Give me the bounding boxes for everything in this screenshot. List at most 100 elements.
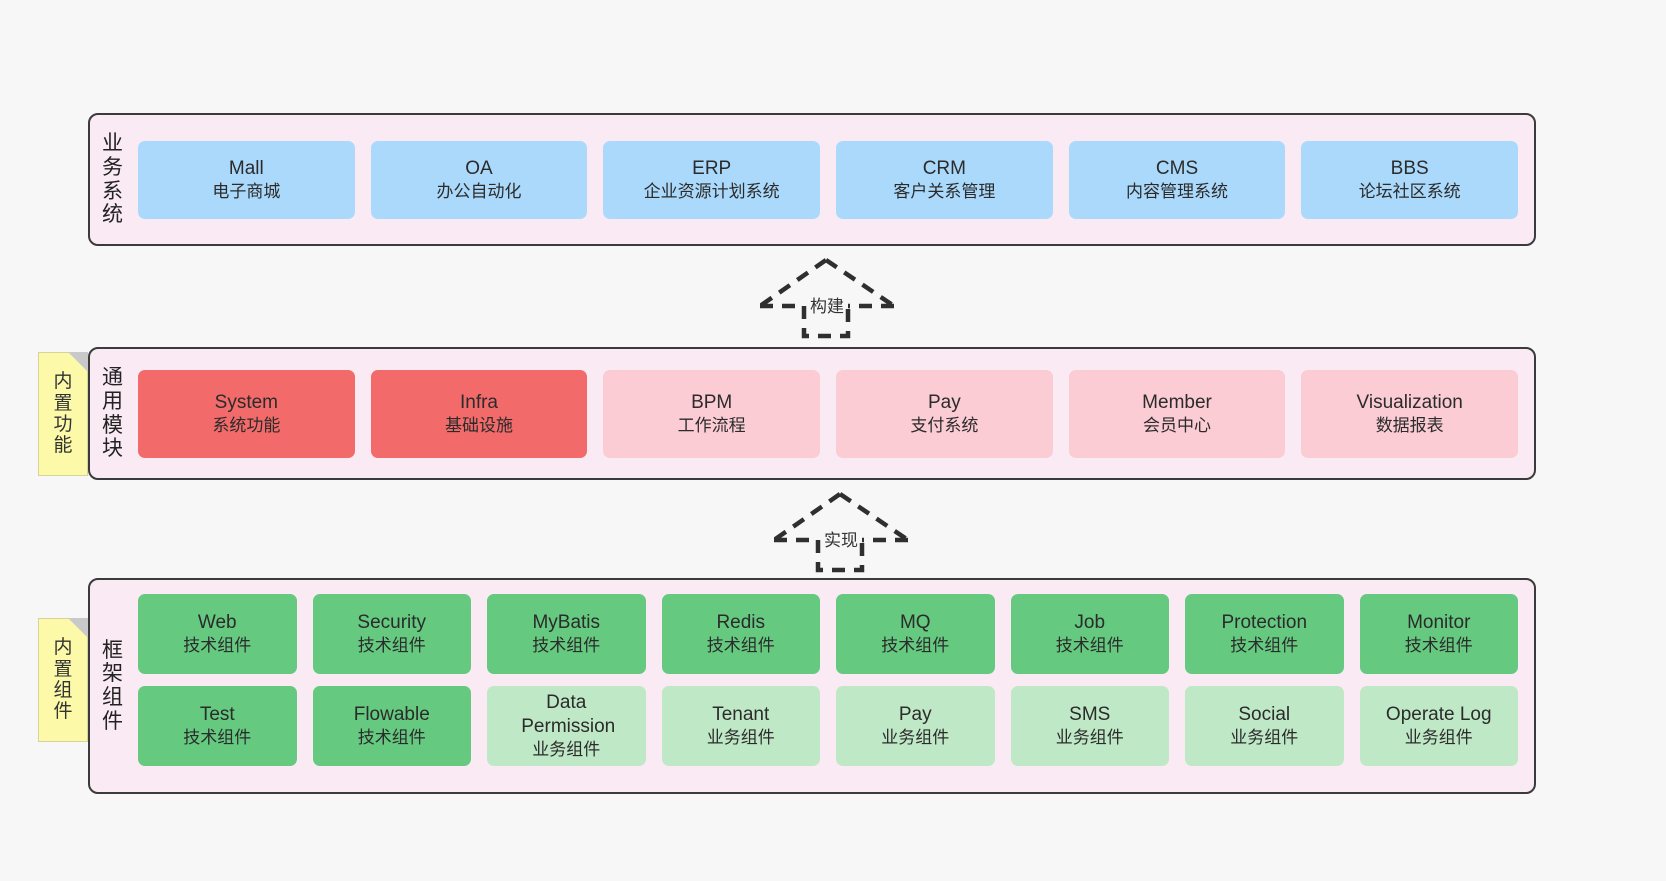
node-desc: 业务组件 bbox=[1230, 728, 1299, 748]
node-name: OA bbox=[465, 157, 493, 179]
band-body-business-systems: Mall 电子商城 OA 办公自动化 ERP 企业资源计划系统 CRM 客户关系… bbox=[136, 115, 1534, 244]
node-name: Protection bbox=[1221, 612, 1308, 634]
node-desc: 支付系统 bbox=[910, 415, 979, 435]
node-name: Test bbox=[199, 704, 235, 726]
node-redis[interactable]: Redis 技术组件 bbox=[661, 594, 820, 674]
node-monitor[interactable]: Monitor 技术组件 bbox=[1359, 594, 1518, 674]
note-label: 内 置 组 件 bbox=[53, 637, 73, 723]
node-system[interactable]: System 系统功能 bbox=[138, 369, 355, 458]
node-mall[interactable]: Mall 电子商城 bbox=[138, 140, 355, 219]
node-desc: 技术组件 bbox=[357, 636, 426, 656]
node-desc: 技术组件 bbox=[532, 636, 601, 656]
node-name: Security bbox=[357, 612, 427, 634]
node-name: Redis bbox=[716, 612, 766, 634]
band-title-common-modules: 通 用 模 块 bbox=[102, 366, 124, 461]
node-desc: 技术组件 bbox=[1230, 636, 1299, 656]
node-sms[interactable]: SMS 业务组件 bbox=[1010, 686, 1169, 766]
band-body-framework-components: Web 技术组件 Security 技术组件 MyBatis 技术组件 Redi… bbox=[136, 580, 1534, 792]
band-business-systems: 业 务 系 统 Mall 电子商城 OA 办公自动化 ERP 企业资源计划系统 … bbox=[88, 113, 1536, 246]
node-desc: 论坛社区系统 bbox=[1358, 181, 1461, 201]
node-bpm[interactable]: BPM 工作流程 bbox=[603, 369, 821, 458]
node-desc: 技术组件 bbox=[1404, 636, 1473, 656]
node-protection[interactable]: Protection 技术组件 bbox=[1185, 594, 1344, 674]
node-bbs[interactable]: BBS 论坛社区系统 bbox=[1301, 140, 1519, 219]
connector-build-arrow: 构建 bbox=[758, 258, 898, 340]
node-desc: 技术组件 bbox=[357, 728, 426, 748]
node-desc: 工作流程 bbox=[677, 415, 746, 435]
node-desc: 客户关系管理 bbox=[893, 181, 996, 201]
node-name: Web bbox=[197, 612, 237, 634]
node-desc: 系统功能 bbox=[212, 415, 281, 435]
framework-row-business: Test 技术组件 Flowable 技术组件 Data Permission … bbox=[138, 686, 1518, 766]
node-name: Pay bbox=[927, 391, 961, 413]
node-social[interactable]: Social 业务组件 bbox=[1185, 686, 1344, 766]
node-name: Mall bbox=[228, 157, 264, 179]
node-name: Social bbox=[1238, 704, 1291, 726]
node-name: CRM bbox=[922, 157, 966, 179]
node-pay[interactable]: Pay 支付系统 bbox=[836, 369, 1053, 458]
node-desc: 电子商城 bbox=[212, 181, 281, 201]
node-name: Monitor bbox=[1407, 612, 1471, 634]
node-name: MyBatis bbox=[532, 612, 601, 634]
framework-row-tech: Web 技术组件 Security 技术组件 MyBatis 技术组件 Redi… bbox=[138, 594, 1518, 674]
node-flowable[interactable]: Flowable 技术组件 bbox=[312, 686, 471, 766]
note-label: 内 置 功 能 bbox=[53, 371, 73, 457]
node-oa[interactable]: OA 办公自动化 bbox=[370, 140, 588, 219]
node-name: Visualization bbox=[1356, 391, 1463, 413]
node-desc: 技术组件 bbox=[881, 636, 950, 656]
node-name: Infra bbox=[459, 391, 499, 413]
node-infra[interactable]: Infra 基础设施 bbox=[370, 369, 588, 458]
node-mybatis[interactable]: MyBatis 技术组件 bbox=[487, 594, 646, 674]
node-name: MQ bbox=[899, 612, 931, 634]
node-name: Tenant bbox=[712, 704, 770, 726]
node-pay-component[interactable]: Pay 业务组件 bbox=[836, 686, 995, 766]
node-name: Pay bbox=[898, 704, 932, 726]
node-desc: 内容管理系统 bbox=[1126, 181, 1229, 201]
node-operate-log[interactable]: Operate Log 业务组件 bbox=[1359, 686, 1518, 766]
node-tenant[interactable]: Tenant 业务组件 bbox=[661, 686, 820, 766]
band-framework-components: 框 架 组 件 Web 技术组件 Security 技术组件 MyBatis 技… bbox=[88, 578, 1536, 794]
node-desc: 业务组件 bbox=[1404, 728, 1473, 748]
node-name: ERP bbox=[692, 157, 732, 179]
node-name: SMS bbox=[1069, 704, 1111, 726]
node-crm[interactable]: CRM 客户关系管理 bbox=[836, 140, 1053, 219]
node-job[interactable]: Job 技术组件 bbox=[1010, 594, 1169, 674]
node-erp[interactable]: ERP 企业资源计划系统 bbox=[603, 140, 821, 219]
node-web[interactable]: Web 技术组件 bbox=[138, 594, 297, 674]
node-data-permission[interactable]: Data Permission 业务组件 bbox=[487, 686, 646, 766]
node-test[interactable]: Test 技术组件 bbox=[138, 686, 297, 766]
node-name: Member bbox=[1142, 391, 1212, 413]
node-visualization[interactable]: Visualization 数据报表 bbox=[1301, 369, 1519, 458]
node-desc: 基础设施 bbox=[445, 415, 513, 435]
node-name: Job bbox=[1074, 612, 1106, 634]
node-mq[interactable]: MQ 技术组件 bbox=[836, 594, 995, 674]
band-title-framework-components: 框 架 组 件 bbox=[102, 638, 124, 733]
band-title-business-systems: 业 务 系 统 bbox=[102, 132, 124, 227]
node-desc: 数据报表 bbox=[1375, 415, 1444, 435]
node-name: Flowable bbox=[353, 704, 430, 726]
node-desc: 技术组件 bbox=[183, 636, 252, 656]
node-desc: 业务组件 bbox=[1055, 728, 1124, 748]
connector-implement-label: 实现 bbox=[824, 531, 858, 550]
node-desc: 业务组件 bbox=[532, 740, 601, 760]
node-desc: 技术组件 bbox=[706, 636, 775, 656]
node-name: BBS bbox=[1390, 157, 1429, 179]
node-desc: 会员中心 bbox=[1143, 415, 1212, 435]
node-desc: 企业资源计划系统 bbox=[643, 181, 780, 201]
node-desc: 技术组件 bbox=[1055, 636, 1124, 656]
band-body-common-modules: System 系统功能 Infra 基础设施 BPM 工作流程 Pay 支付系统… bbox=[136, 349, 1534, 478]
node-desc: 技术组件 bbox=[183, 728, 252, 748]
node-member[interactable]: Member 会员中心 bbox=[1068, 369, 1286, 458]
node-name: System bbox=[214, 391, 279, 413]
node-desc: 办公自动化 bbox=[436, 181, 522, 201]
connector-implement-arrow: 实现 bbox=[772, 492, 912, 574]
node-cms[interactable]: CMS 内容管理系统 bbox=[1068, 140, 1286, 219]
node-name: Data Permission bbox=[521, 692, 616, 738]
note-builtin-features: 内 置 功 能 bbox=[38, 352, 88, 476]
node-desc: 业务组件 bbox=[881, 728, 950, 748]
node-name: CMS bbox=[1155, 157, 1199, 179]
node-desc: 业务组件 bbox=[706, 728, 775, 748]
node-security[interactable]: Security 技术组件 bbox=[312, 594, 471, 674]
band-common-modules: 通 用 模 块 System 系统功能 Infra 基础设施 BPM 工作流程 … bbox=[88, 347, 1536, 480]
